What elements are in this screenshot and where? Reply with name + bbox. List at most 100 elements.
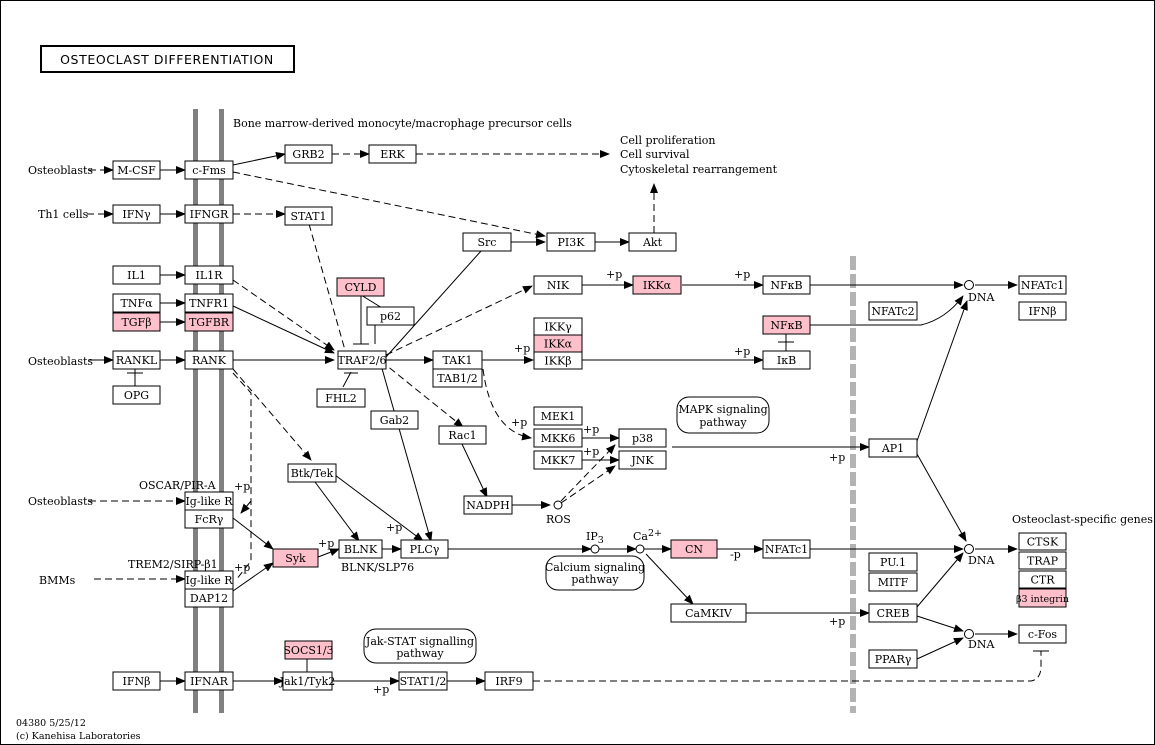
gene-node-dap12[interactable]: DAP12 xyxy=(184,588,234,608)
gene-node-cn[interactable]: CN xyxy=(670,539,718,559)
gene-node-tak1[interactable]: TAK1 xyxy=(432,350,483,370)
gene-node-il1r[interactable]: IL1R xyxy=(184,265,234,285)
gene-node-nadph[interactable]: NADPH xyxy=(463,495,513,515)
gene-node-btktek[interactable]: Btk/Tek xyxy=(287,463,337,483)
gene-node-jnk[interactable]: JNK xyxy=(618,450,667,470)
gene-box xyxy=(284,640,333,660)
gene-node-erk[interactable]: ERK xyxy=(368,144,417,164)
gene-label: p38 xyxy=(632,432,653,445)
gene-label: NADPH xyxy=(466,499,509,512)
gene-node-rac1[interactable]: Rac1 xyxy=(438,425,487,445)
gene-node-ifnar[interactable]: IFNAR xyxy=(184,671,234,691)
gene-node-tnfa[interactable]: TNFα xyxy=(112,293,161,313)
gene-node-socs[interactable]: SOCS1/3 xyxy=(283,640,334,660)
gene-node-pi3k[interactable]: PI3K xyxy=(546,232,596,252)
gene-node-nfatc1-1[interactable]: NFATc1 xyxy=(1018,275,1067,295)
gene-label: IκB xyxy=(777,354,796,367)
gene-box xyxy=(112,312,161,332)
gene-node-cfms[interactable]: c-Fms xyxy=(184,160,234,180)
svg-text:+p: +p xyxy=(583,445,599,458)
gene-node-plcg[interactable]: PLCγ xyxy=(400,539,449,559)
gene-node-nfkb-2[interactable]: NFκB xyxy=(762,315,811,335)
gene-node-mitf[interactable]: MITF xyxy=(868,572,918,592)
gene-node-p62[interactable]: p62 xyxy=(366,306,415,326)
gene-node-p38[interactable]: p38 xyxy=(618,428,667,448)
gene-node-iglikr-1[interactable]: Ig-like R xyxy=(184,491,234,511)
pathway-jak-stat[interactable]: Jak-STAT signalling pathway xyxy=(363,628,477,664)
gene-node-syk[interactable]: Syk xyxy=(272,548,319,568)
gene-node-cyld[interactable]: CYLD xyxy=(336,277,385,297)
gene-node-creb[interactable]: CREB xyxy=(868,603,918,623)
gene-label: β3 integrin xyxy=(1016,594,1069,605)
gene-node-fcry[interactable]: FcRγ xyxy=(184,509,234,529)
gene-label: MKK6 xyxy=(541,432,576,445)
gene-box xyxy=(112,385,161,405)
gene-box xyxy=(282,671,333,691)
gene-node-trap[interactable]: TRAP xyxy=(1018,551,1067,570)
gene-node-tgfb[interactable]: TGFβ xyxy=(112,312,161,332)
gene-node-blnk[interactable]: BLNK xyxy=(338,539,383,559)
gene-label: IFNγ xyxy=(122,208,151,221)
gene-node-src[interactable]: Src xyxy=(462,232,512,252)
gene-node-nfatc1-2[interactable]: NFATc1 xyxy=(762,539,811,559)
gene-label: Jak1/Tyk2 xyxy=(279,675,336,688)
th1-cells-label: Th1 cells xyxy=(38,208,89,221)
gene-label: NFκB xyxy=(770,319,802,332)
gene-node-ctr[interactable]: CTR xyxy=(1018,570,1067,589)
gene-node-tab12[interactable]: TAB1/2 xyxy=(432,368,483,388)
gene-label: c-Fos xyxy=(1028,628,1058,641)
gene-box xyxy=(618,428,667,448)
gene-node-pu1[interactable]: PU.1 xyxy=(868,552,918,572)
gene-node-iglikr-2[interactable]: Ig-like R xyxy=(184,570,234,590)
gene-node-fhl2[interactable]: FHL2 xyxy=(316,388,366,408)
gene-node-ap1[interactable]: AP1 xyxy=(868,438,918,458)
gene-node-mkk6[interactable]: MKK6 xyxy=(533,428,583,448)
gene-node-b3int[interactable]: β3 integrin xyxy=(1016,588,1069,608)
gene-node-opg[interactable]: OPG xyxy=(112,385,161,405)
gene-node-ikb[interactable]: IκB xyxy=(762,350,811,370)
gene-node-camkiv[interactable]: CaMKIV xyxy=(670,603,747,623)
gene-node-nfkb-1[interactable]: NFκB xyxy=(762,275,811,295)
gene-box xyxy=(366,306,415,326)
gene-node-akt[interactable]: Akt xyxy=(628,232,677,252)
gene-node-grb2[interactable]: GRB2 xyxy=(284,144,333,164)
gene-node-il1[interactable]: IL1 xyxy=(112,265,161,285)
gene-label: Btk/Tek xyxy=(291,467,334,480)
gene-node-rank[interactable]: RANK xyxy=(184,350,234,370)
gene-node-ifnb-1[interactable]: IFNβ xyxy=(1018,301,1067,321)
gene-node-ikkg[interactable]: IKKγ xyxy=(533,317,583,336)
gene-node-stat12[interactable]: STAT1/2 xyxy=(398,671,448,691)
gene-node-mkk7[interactable]: MKK7 xyxy=(533,450,583,470)
gene-node-ifnb-2[interactable]: IFNβ xyxy=(112,671,161,691)
gene-node-ikka-1[interactable]: IKKα xyxy=(632,275,682,295)
pathway-mapk[interactable]: MAPK signaling pathway xyxy=(676,396,770,434)
gene-node-rankl[interactable]: RANKL xyxy=(112,350,161,370)
gene-node-tgfbr[interactable]: TGFBR xyxy=(184,312,234,332)
svg-text:+p: +p xyxy=(234,561,250,574)
gene-node-mcsf[interactable]: M-CSF xyxy=(112,160,161,180)
gene-node-ikkb[interactable]: IKKβ xyxy=(533,351,583,370)
gene-label: Ig-like R xyxy=(185,574,233,587)
gene-node-tnfr1[interactable]: TNFR1 xyxy=(184,293,234,313)
gene-label: TGFBR xyxy=(189,316,230,329)
osteoblasts-label-3: Osteoblasts xyxy=(28,495,93,508)
gene-node-ctsk[interactable]: CTSK xyxy=(1018,532,1067,551)
gene-node-cfos[interactable]: c-Fos xyxy=(1018,624,1067,644)
gene-node-gab2[interactable]: Gab2 xyxy=(370,410,419,430)
gene-node-irf9[interactable]: IRF9 xyxy=(484,671,534,691)
gene-node-nik[interactable]: NIK xyxy=(533,275,583,295)
pathway-calcium[interactable]: Calcium signaling pathway xyxy=(545,555,645,591)
gene-node-ppary[interactable]: PPARγ xyxy=(868,649,918,669)
gene-node-mek1[interactable]: MEK1 xyxy=(533,406,583,426)
gene-node-stat1[interactable]: STAT1 xyxy=(284,206,333,226)
gene-box xyxy=(184,588,234,608)
gene-node-ifngr[interactable]: IFNGR xyxy=(184,204,234,224)
gene-node-nfatc2[interactable]: NFATc2 xyxy=(868,301,918,321)
gene-node-ifng[interactable]: IFNγ xyxy=(112,204,161,224)
gene-node-traf26[interactable]: TRAF2/6 xyxy=(337,350,387,370)
gene-box xyxy=(1018,532,1067,551)
gene-node-ikka-2[interactable]: IKKα xyxy=(533,334,583,353)
gene-node-jak[interactable]: Jak1/Tyk2 xyxy=(279,671,336,691)
cell-membrane-inner xyxy=(219,109,224,713)
gene-label: CaMKIV xyxy=(685,607,733,620)
